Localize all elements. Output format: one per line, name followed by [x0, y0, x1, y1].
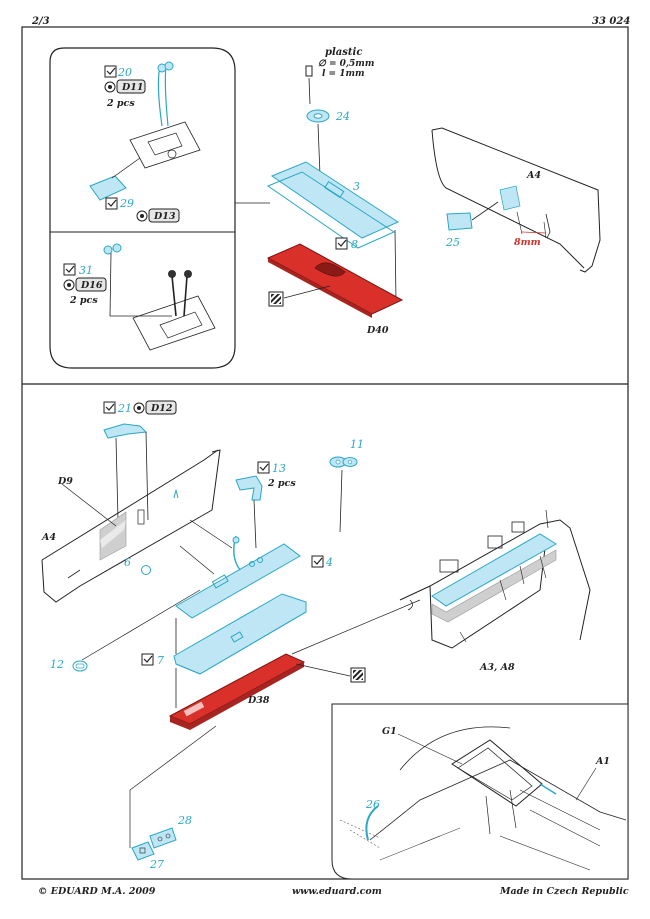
part-d9-label: D9: [57, 476, 73, 487]
part-20-label: 20: [117, 66, 132, 79]
part-26-label: 26: [365, 798, 380, 811]
copyright: © EDUARD M.A. 2009: [38, 886, 156, 897]
ref-d12-label: D12: [150, 403, 173, 414]
qty-31-label: 2 pcs: [69, 295, 98, 306]
remove-symbol: [104, 81, 116, 93]
part-a3-a8-label: A3, A8: [479, 662, 515, 673]
qty-20-label: 2 pcs: [106, 98, 135, 109]
part-g1-label: G1: [382, 726, 397, 737]
part-a4-top-label: A4: [526, 170, 541, 181]
part-a1-label: A1: [595, 756, 610, 767]
part-21-label: 21: [117, 402, 132, 415]
part-29-label: 29: [119, 197, 134, 210]
part-8-label: 8: [351, 238, 358, 251]
origin: Made in Czech Republic: [500, 886, 629, 897]
part-a4-bottom-label: A4: [41, 532, 56, 543]
fuselage-a4-top: A4 25 8mm: [431, 127, 601, 273]
part-12-label: 12: [50, 658, 64, 671]
top-inset: 20 D11 2 pcs 29 D13: [49, 47, 270, 369]
part-6-label: 6: [124, 556, 131, 569]
website: www.eduard.com: [292, 886, 382, 897]
kit-number: 33 024: [592, 16, 631, 27]
part-11-label: 11: [350, 438, 364, 451]
qty-13-label: 2 pcs: [267, 478, 296, 489]
part-25-label: 25: [445, 236, 460, 249]
plastic-title: plastic: [325, 47, 362, 58]
bottom-inset: G1 A1 26: [331, 703, 629, 880]
cockpit-a3-a8: [399, 509, 591, 649]
part-4-label: 4: [325, 556, 333, 569]
page-number: 2/3: [32, 16, 50, 27]
part-3-label: 3: [353, 180, 360, 193]
part-d38-label: D38: [247, 695, 270, 706]
part-28-label: 28: [177, 814, 192, 827]
fuselage-a4-bottom: [41, 449, 221, 603]
ref-d16-label: D16: [80, 280, 103, 291]
ref-d13-label: D13: [153, 211, 176, 222]
part-d40-label: D40: [366, 325, 389, 336]
part-27-label: 27: [149, 858, 164, 871]
plastic-diameter: ∅ = 0,5mm: [318, 59, 374, 69]
part-31-label: 31: [79, 264, 93, 277]
part-7-label: 7: [157, 654, 164, 667]
bend-symbol: [104, 65, 117, 78]
part-13-label: 13: [272, 462, 286, 475]
dim-8mm-label: 8mm: [514, 237, 541, 248]
ref-d11-label: D11: [121, 82, 143, 93]
page-frame: [21, 26, 629, 880]
plastic-length: l = 1mm: [322, 69, 365, 79]
part-24-label: 24: [335, 110, 350, 123]
